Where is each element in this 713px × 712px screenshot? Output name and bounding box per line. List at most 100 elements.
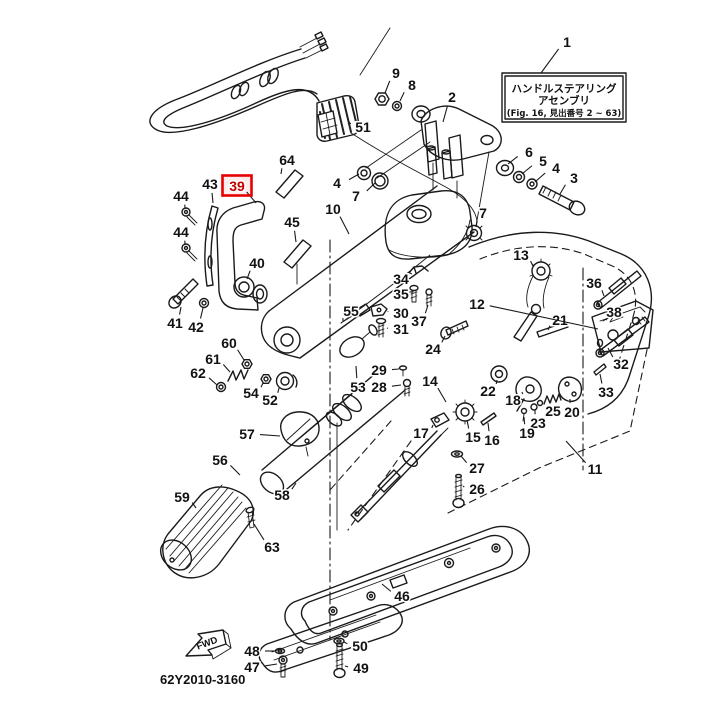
callout-2[interactable]: 2 — [442, 88, 458, 123]
callout-15[interactable]: 15 — [464, 419, 482, 447]
callout-9[interactable]: 9 — [384, 64, 402, 94]
title-line1: ハンドルステアリング — [512, 82, 617, 95]
svg-text:47: 47 — [244, 659, 260, 675]
callout-47[interactable]: 47 — [243, 658, 278, 677]
svg-text:13: 13 — [513, 247, 529, 263]
callout-7-2[interactable]: 7 — [475, 204, 489, 228]
callout-60[interactable]: 60 — [220, 334, 245, 361]
callout-10[interactable]: 10 — [324, 200, 350, 235]
svg-text:37: 37 — [411, 313, 427, 329]
svg-text:4: 4 — [333, 175, 341, 191]
callout-11[interactable]: 11 — [565, 440, 604, 479]
callout-12[interactable]: 12 — [468, 295, 599, 330]
svg-text:56: 56 — [212, 452, 228, 468]
callout-20[interactable]: 20 — [563, 398, 581, 422]
svg-text:33: 33 — [598, 384, 614, 400]
callout-21[interactable]: 21 — [547, 311, 569, 331]
callout-28[interactable]: 28 — [370, 378, 402, 397]
svg-text:6: 6 — [525, 144, 533, 160]
callout-13[interactable]: 13 — [512, 246, 534, 267]
callout-57[interactable]: 57 — [238, 425, 281, 444]
callout-4-2[interactable]: 4 — [534, 159, 562, 183]
callout-55[interactable]: 55 — [342, 302, 360, 322]
svg-text:34: 34 — [393, 271, 409, 287]
callout-45[interactable]: 45 — [283, 213, 301, 243]
svg-text:48: 48 — [244, 643, 260, 659]
callout-50[interactable]: 50 — [343, 637, 369, 656]
callout-46[interactable]: 46 — [381, 583, 411, 606]
svg-text:10: 10 — [325, 201, 341, 217]
callout-44[interactable]: 44 — [172, 187, 190, 210]
callout-32[interactable]: 32 — [607, 347, 630, 374]
strap-43 — [204, 205, 219, 287]
callout-43[interactable]: 43 — [201, 175, 219, 204]
callout-44-2[interactable]: 44 — [172, 223, 190, 246]
callout-39[interactable]: 39 — [221, 174, 257, 204]
svg-text:50: 50 — [352, 638, 368, 654]
callout-40[interactable]: 40 — [246, 254, 266, 280]
callout-64[interactable]: 64 — [278, 151, 296, 175]
callout-48[interactable]: 48 — [243, 642, 275, 661]
callout-23[interactable]: 23 — [529, 409, 547, 433]
tag-64 — [275, 169, 304, 199]
svg-text:30: 30 — [393, 305, 409, 321]
svg-text:18: 18 — [505, 392, 521, 408]
svg-text:59: 59 — [174, 489, 190, 505]
callout-22[interactable]: 22 — [479, 379, 498, 401]
callout-41[interactable]: 41 — [166, 306, 184, 333]
bottom-tray — [284, 525, 531, 645]
callout-4[interactable]: 4 — [332, 174, 360, 193]
callout-62[interactable]: 62 — [189, 364, 218, 386]
svg-text:1: 1 — [563, 34, 571, 50]
callout-33[interactable]: 33 — [597, 373, 615, 402]
callout-25[interactable]: 25 — [544, 399, 562, 421]
callout-30[interactable]: 30 — [387, 304, 410, 323]
callout-18[interactable]: 18 — [504, 391, 524, 410]
callout-17[interactable]: 17 — [412, 424, 434, 443]
callout-38[interactable]: 38 — [605, 303, 624, 322]
callout-52[interactable]: 52 — [261, 387, 280, 410]
callout-3[interactable]: 3 — [559, 169, 580, 195]
svg-text:41: 41 — [167, 315, 183, 331]
screws-44 — [181, 207, 198, 262]
callout-58[interactable]: 58 — [273, 482, 297, 505]
callout-63[interactable]: 63 — [253, 523, 281, 557]
callout-8[interactable]: 8 — [399, 76, 418, 102]
callout-42[interactable]: 42 — [187, 307, 205, 337]
callout-1[interactable]: 1 — [540, 33, 573, 74]
callout-27[interactable]: 27 — [460, 455, 486, 478]
callout-36[interactable]: 36 — [585, 274, 605, 297]
callout-54[interactable]: 54 — [242, 382, 264, 403]
callout-37[interactable]: 37 — [410, 304, 429, 331]
grip-59 — [159, 484, 255, 579]
callout-34[interactable]: 34 — [392, 270, 413, 289]
highlight-box — [221, 174, 253, 197]
bushing-6 — [495, 159, 515, 177]
svg-text:17: 17 — [413, 425, 429, 441]
callout-51[interactable]: 51 — [348, 118, 372, 137]
callout-49[interactable]: 49 — [344, 659, 370, 678]
callout-5[interactable]: 5 — [521, 152, 549, 175]
callout-59[interactable]: 59 — [173, 488, 197, 509]
callout-35[interactable]: 35 — [392, 285, 414, 304]
callout-14[interactable]: 14 — [421, 372, 447, 403]
callout-7[interactable]: 7 — [351, 182, 376, 206]
callout-29[interactable]: 29 — [370, 361, 400, 380]
callout-16[interactable]: 16 — [483, 422, 501, 450]
svg-text:16: 16 — [484, 432, 500, 448]
callout-24[interactable]: 24 — [424, 335, 446, 359]
svg-text:45: 45 — [284, 214, 300, 230]
callout-26[interactable]: 26 — [462, 480, 486, 499]
callout-19[interactable]: 19 — [518, 416, 536, 443]
svg-text:12: 12 — [469, 296, 485, 312]
callout-61[interactable]: 61 — [204, 350, 231, 373]
callout-6[interactable]: 6 — [507, 143, 535, 165]
callout-53[interactable]: 53 — [349, 365, 367, 397]
svg-text:2: 2 — [448, 89, 456, 105]
callout-31[interactable]: 31 — [386, 320, 410, 339]
svg-text:15: 15 — [465, 429, 481, 445]
connector-block — [316, 95, 478, 223]
callout-56[interactable]: 56 — [211, 451, 241, 476]
